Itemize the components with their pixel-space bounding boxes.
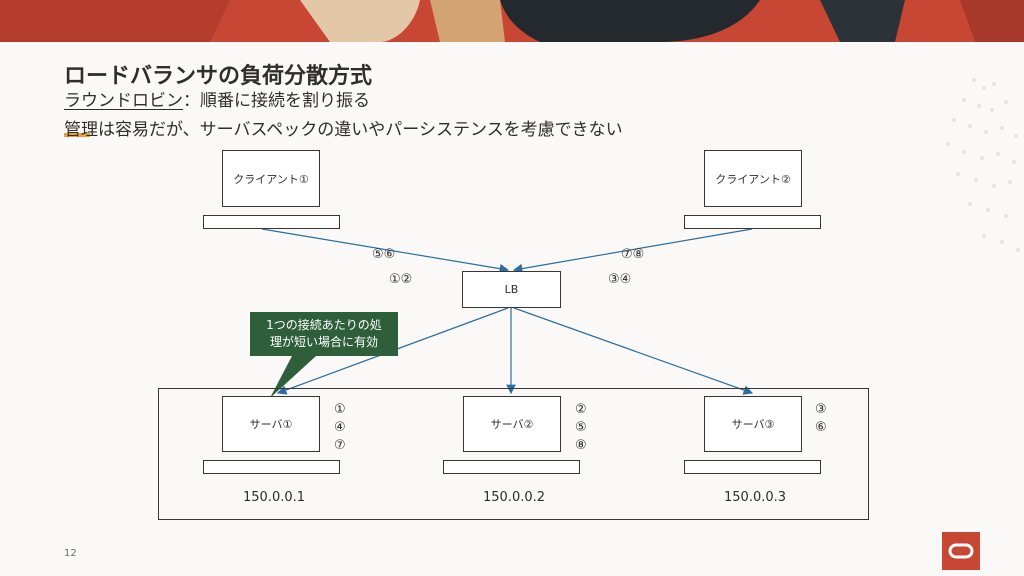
client2-keyboard [684, 215, 821, 229]
callout-pointer [270, 356, 316, 398]
seq-client2-upper: ⑦⑧ [621, 247, 645, 262]
header-banner [0, 0, 1024, 42]
server3-keyboard [684, 460, 821, 474]
server1-ip: 150.0.0.1 [243, 490, 306, 505]
lb-label: LB [504, 283, 519, 296]
arrow-client1-to-lb [261, 228, 510, 274]
server2-ip: 150.0.0.2 [483, 490, 546, 505]
banner-artwork [0, 0, 1024, 42]
slide-subtitle: ラウンドロビン：順番に接続を割り振る [64, 86, 370, 111]
seq-client1-upper: ⑤⑥ [372, 247, 396, 262]
seq-server3: ③ ⑥ [815, 402, 827, 435]
highlight-mark [64, 133, 90, 137]
load-balancer: LB [462, 271, 561, 308]
client1-keyboard [203, 215, 340, 229]
slide-title: ロードバランサの負荷分散方式 [64, 64, 373, 89]
client1-monitor: クライアント① [222, 150, 320, 207]
oracle-logo [942, 532, 980, 570]
server3-ip: 150.0.0.3 [724, 490, 787, 505]
server1-keyboard [203, 460, 340, 474]
client1-label: クライアント① [233, 172, 309, 186]
logo-ring-icon [948, 543, 974, 559]
server3-label: サーバ③ [731, 418, 775, 431]
seq-client2-lower: ③④ [608, 272, 632, 287]
subtitle-rest: ：順番に接続を割り振る [183, 91, 370, 111]
server-group-frame [158, 388, 869, 520]
seq-client1-lower: ①② [389, 272, 413, 287]
page-number: 12 [64, 548, 77, 559]
callout-note: 1つの接続あたりの処 理が短い場合に有効 [250, 312, 398, 356]
slide-description: 管理は容易だが、サーバスペックの違いやパーシステンスを考慮できない [64, 120, 623, 140]
arrow-client2-to-lb [512, 228, 753, 274]
seq-server2: ② ⑤ ⑧ [575, 402, 587, 453]
arrow-lb-to-server3 [513, 307, 754, 395]
client2-label: クライアント② [715, 172, 791, 186]
server3-monitor: サーバ③ [704, 396, 802, 452]
server1-monitor: サーバ① [222, 396, 320, 452]
client2-monitor: クライアント② [704, 150, 802, 207]
server1-label: サーバ① [249, 418, 293, 431]
server2-keyboard [443, 460, 580, 474]
server2-label: サーバ② [490, 418, 534, 431]
subtitle-term: ラウンドロビン [64, 91, 183, 111]
server2-monitor: サーバ② [463, 396, 561, 452]
seq-server1: ① ④ ⑦ [334, 402, 346, 453]
